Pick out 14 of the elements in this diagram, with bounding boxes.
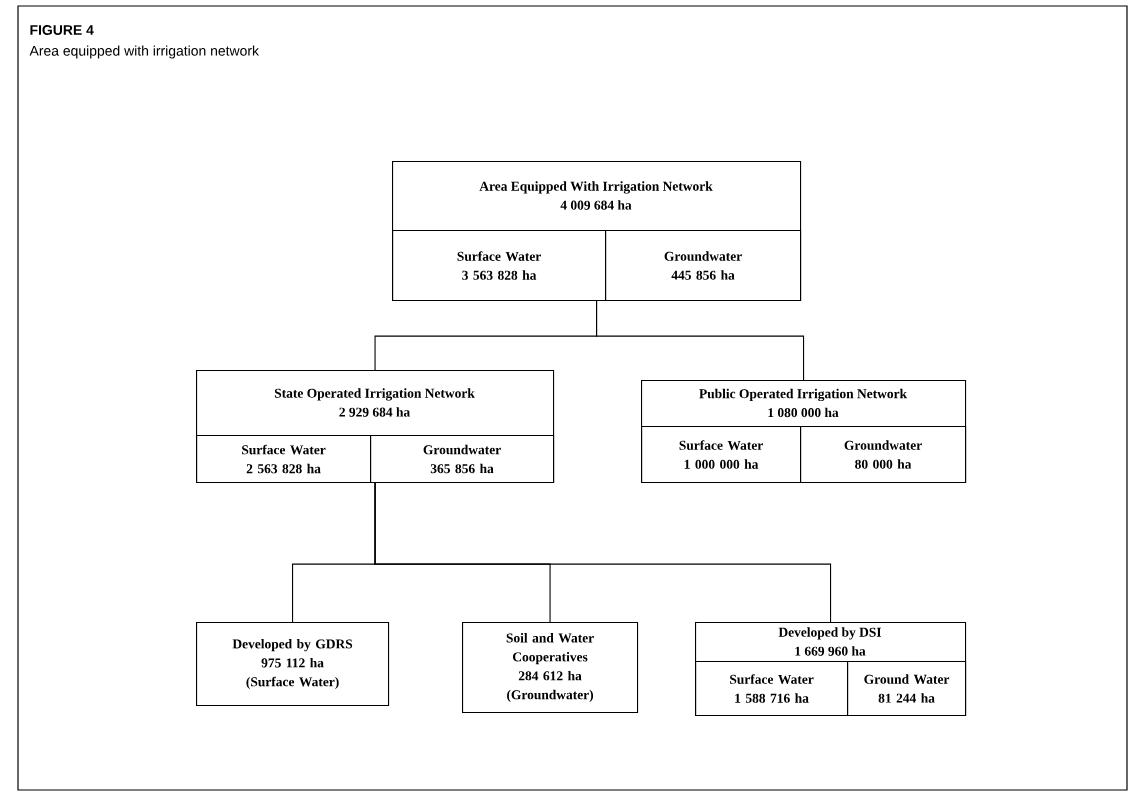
table-cell: Surface Water 1 000 000 ha bbox=[641, 426, 802, 484]
connector-line bbox=[596, 300, 805, 381]
figure-title: FIGURE 4 bbox=[30, 25, 94, 35]
table-cell: Groundwater 80 000 ha bbox=[800, 426, 967, 484]
connector-line bbox=[374, 482, 832, 623]
table-cell: Surface Water 2 563 828 ha bbox=[196, 435, 372, 484]
figure-caption: Area equipped with irrigation network bbox=[29, 45, 259, 59]
table-cell: Ground Water 81 244 ha bbox=[847, 661, 967, 717]
table-cell: Groundwater 445 856 ha bbox=[605, 230, 802, 302]
table-cell: Groundwater 365 856 ha bbox=[370, 435, 555, 484]
box: Developed by GDRS 975 112 ha (Surface Water) bbox=[196, 622, 390, 707]
box: Soil and Water Cooperatives 284 612 ha (Groundwater) bbox=[462, 622, 639, 714]
table-cell: Surface Water 3 563 828 ha bbox=[392, 230, 607, 302]
table-cell: Surface Water 1 588 716 ha bbox=[695, 661, 849, 717]
